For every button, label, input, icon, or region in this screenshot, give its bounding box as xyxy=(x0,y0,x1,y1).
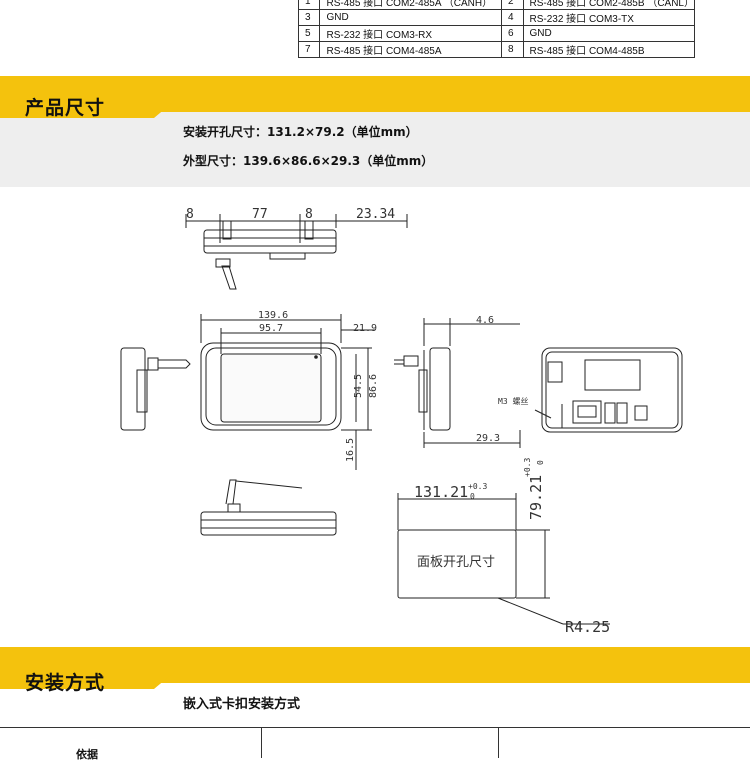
dim-panel-width-tol-down: 0 xyxy=(470,492,475,501)
install-table-cell xyxy=(498,728,750,758)
table-row: 1 RS-485 接口 COM2-485A （CANH） 2 RS-485 接口… xyxy=(297,0,695,10)
dim-corner-radius: R4.25 xyxy=(565,618,610,636)
dimension-drawing: 8 77 8 23.34 139.6 95.7 21.9 54.5 86.6 1… xyxy=(120,207,683,636)
dim-side-offset: 21.9 xyxy=(353,323,377,334)
install-table-cell xyxy=(261,728,499,758)
right-side-view xyxy=(394,318,521,448)
table-row: 7 RS-485 接口 COM4-485A 8 RS-485 接口 COM4-4… xyxy=(297,41,695,58)
dim-front-width: 139.6 xyxy=(258,310,288,321)
bottom-view xyxy=(200,479,337,536)
m3-screw-label: M3 螺丝 xyxy=(498,396,528,406)
pin-table: 1 RS-485 接口 COM2-485A （CANH） 2 RS-485 接口… xyxy=(297,0,695,58)
install-table-cell: 依据 xyxy=(0,728,261,761)
top-view xyxy=(185,214,408,290)
dim-height: 86.6 xyxy=(368,374,379,398)
dim-top-span: 77 xyxy=(252,207,268,222)
panel-cutout-label: 面板开孔尺寸 xyxy=(417,555,495,570)
section-title-dimensions: 产品尺寸 xyxy=(25,97,106,119)
install-method-text: 嵌入式卡扣安装方式 xyxy=(183,697,301,712)
front-view xyxy=(200,314,375,470)
section-title-install: 安装方式 xyxy=(25,672,106,694)
dim-panel-height-tol-up: +0.3 xyxy=(523,458,532,477)
install-table-cell-text: 依据 xyxy=(76,748,98,761)
dim-bottom-offset: 16.5 xyxy=(345,438,356,462)
outline-size-text: 外型尺寸：139.6×86.6×29.3（单位mm） xyxy=(183,154,434,168)
dim-left-margin: 8 xyxy=(186,207,194,222)
left-side-view xyxy=(120,347,191,431)
dim-screen-width: 95.7 xyxy=(259,323,283,334)
panel-cutout-view xyxy=(397,493,610,625)
dim-depth: 29.3 xyxy=(476,433,500,444)
dim-panel-height-tol-down: 0 xyxy=(536,460,545,465)
dim-panel-height: 79.21 xyxy=(527,475,545,520)
install-header-tab xyxy=(0,647,175,689)
dimensions-info-panel xyxy=(0,112,750,187)
dim-right-margin: 8 xyxy=(305,207,313,222)
dim-screen-height: 54.5 xyxy=(353,374,364,398)
rear-view xyxy=(534,347,683,433)
dimensions-header-tab xyxy=(0,76,175,118)
install-table: 依据 xyxy=(0,727,750,761)
table-row: 5 RS-232 接口 COM3-RX 6 GND xyxy=(297,25,695,42)
table-row: 3 GND 4 RS-232 接口 COM3-TX xyxy=(297,9,695,26)
dim-bezel-depth: 4.6 xyxy=(476,315,494,326)
cutout-size-text: 安装开孔尺寸：131.2×79.2（单位mm） xyxy=(183,125,418,139)
dim-panel-width: 131.21 xyxy=(414,483,468,501)
dim-antenna-offset: 23.34 xyxy=(356,207,395,222)
dim-panel-width-tol-up: +0.3 xyxy=(468,482,487,491)
